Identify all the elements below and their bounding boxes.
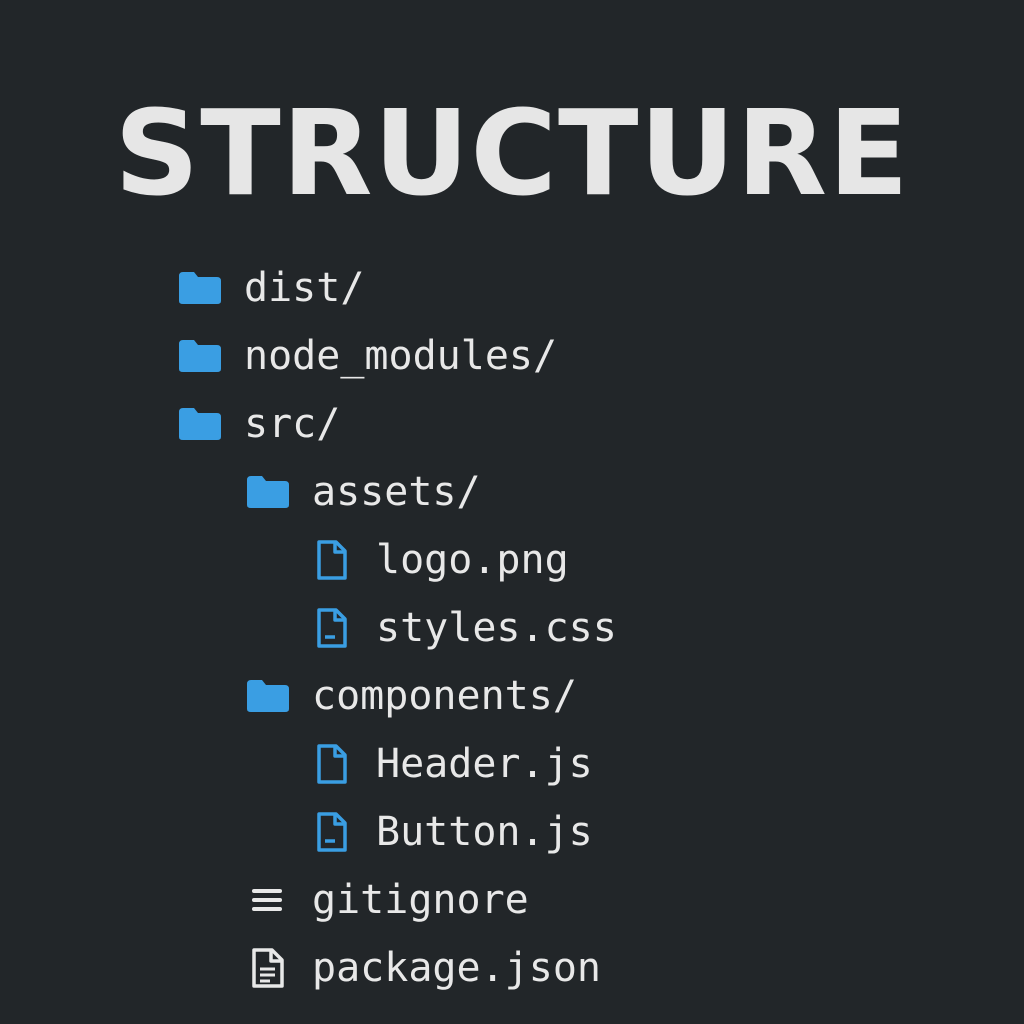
tree-item-header-js[interactable]: Header.js [308,734,593,794]
tree-item-label: logo.png [376,537,569,583]
tree-item-dist[interactable]: dist/ [176,258,364,318]
tree-item-label: assets/ [312,469,481,515]
tree-item-src[interactable]: src/ [176,394,340,454]
folder-icon [176,264,224,312]
file-icon [308,536,356,584]
page-title: STRUCTURE [114,84,910,222]
tree-item-components[interactable]: components/ [244,666,577,726]
folder-icon [176,400,224,448]
folder-icon [244,468,292,516]
tree-item-package-json[interactable]: package.json [244,938,601,998]
tree-item-styles-css[interactable]: styles.css [308,598,617,658]
tree-item-node-modules[interactable]: node_modules/ [176,326,557,386]
tree-item-label: dist/ [244,265,365,311]
file-icon [308,740,356,788]
tree-item-label: Header.js [376,741,593,787]
tree-item-label: styles.css [376,605,617,651]
tree-item-label: Button.js [376,809,593,855]
tree-item-label: components/ [312,673,577,719]
folder-icon [244,672,292,720]
list-icon [244,876,292,924]
tree-item-button-js[interactable]: Button.js [308,802,593,862]
file-lines-icon [308,604,356,652]
tree-item-label: node_modules/ [244,333,558,379]
tree-item-label: src/ [244,401,341,447]
tree-item-assets[interactable]: assets/ [244,462,481,522]
tree-item-label: gitignore [312,877,529,923]
tree-item-label: package.json [312,945,601,991]
tree-item-logo-png[interactable]: logo.png [308,530,569,590]
document-icon [244,944,292,992]
file-lines-icon [308,808,356,856]
folder-icon [176,332,224,380]
tree-item-gitignore[interactable]: gitignore [244,870,529,930]
